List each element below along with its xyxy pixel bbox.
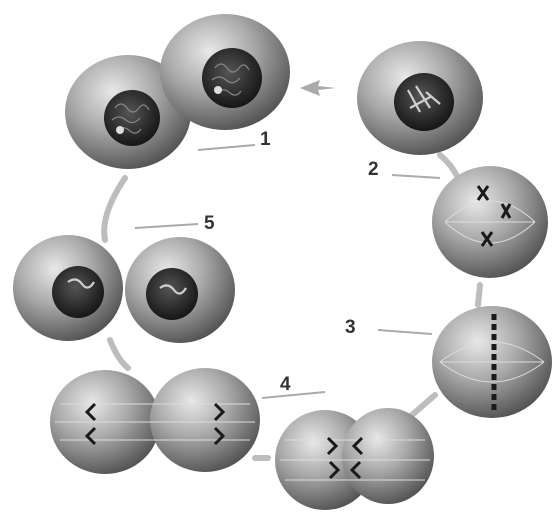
cell-metaphase <box>432 306 552 418</box>
cell-interphase <box>65 14 290 169</box>
stage-label-4: 4 <box>280 375 291 394</box>
cell-prometaphase <box>432 166 548 278</box>
stage-label-5: 5 <box>204 214 215 233</box>
cell-late-anaphase <box>50 368 260 474</box>
stage-label-2: 2 <box>368 160 379 179</box>
stage-label-1: 1 <box>260 130 271 149</box>
stage-label-3: 3 <box>345 318 356 337</box>
cell-anaphase <box>275 408 434 510</box>
cell-telophase <box>13 235 235 343</box>
arrow-icon <box>300 80 336 96</box>
cell-prophase <box>357 41 483 155</box>
